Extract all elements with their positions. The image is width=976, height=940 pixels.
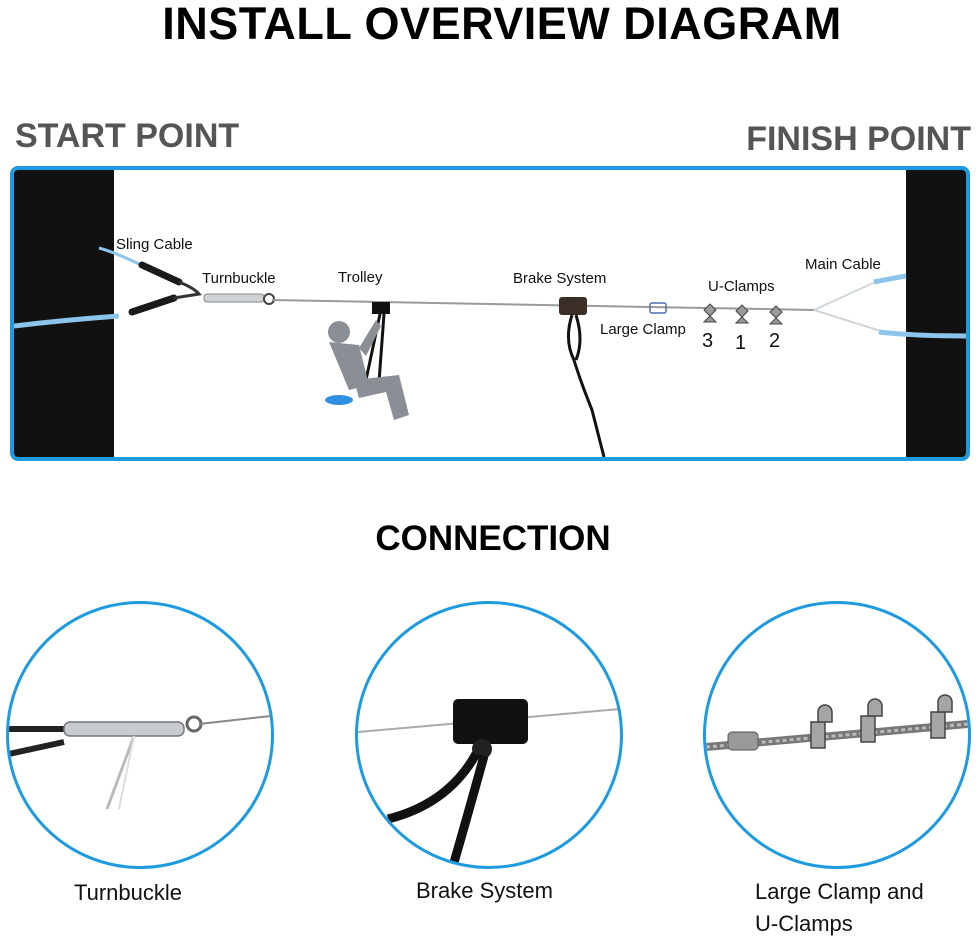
label-large-clamp: Large Clamp [600, 321, 686, 338]
start-point-label: START POINT [15, 117, 240, 155]
main-cable-line [271, 299, 815, 311]
u-clamp-2 [768, 305, 784, 325]
page-title: INSTALL OVERVIEW DIAGRAM [162, 0, 842, 49]
u-clamp-3 [702, 303, 718, 323]
overview-illustration [14, 170, 966, 457]
turnbuckle-body [203, 293, 265, 303]
u-clamp-1 [734, 304, 750, 324]
finish-cable-upper [813, 277, 885, 311]
clamp-order-number: 1 [735, 332, 747, 354]
sling-thimble [173, 280, 202, 300]
finish-sling-upper [873, 273, 907, 285]
rider [328, 320, 409, 420]
finish-point-label: FINISH POINT [746, 120, 971, 158]
clamps-photo [706, 694, 968, 751]
label-turnbuckle: Turnbuckle [202, 270, 276, 287]
label-sling-cable: Sling Cable [116, 236, 193, 253]
overview-diagram: Sling Cable Turnbuckle Trolley Brake Sys… [10, 166, 970, 461]
label-brake-system: Brake System [513, 270, 607, 287]
turnbuckle-photo [9, 715, 271, 810]
start-sling-lower [14, 313, 120, 329]
sling-sleeve-upper [138, 261, 183, 286]
clamps-detail [703, 601, 971, 869]
sling-sleeve-lower [128, 294, 178, 316]
brake-rope-loop [574, 314, 582, 361]
turnbuckle-eye [263, 293, 275, 305]
trolley-pulley [372, 302, 390, 314]
caption-clamps: Large Clamp and U-Clamps [755, 879, 924, 936]
finish-cable-lower [813, 309, 885, 333]
start-tree [14, 170, 114, 457]
label-u-clamps: U-Clamps [708, 278, 775, 295]
finish-tree [906, 170, 966, 457]
clamp-order-number: 3 [702, 330, 714, 352]
brake-block [559, 297, 587, 315]
start-sling-upper [98, 246, 140, 266]
label-trolley: Trolley [338, 269, 383, 286]
turnbuckle-detail [6, 601, 274, 869]
clamp-order-number: 2 [769, 330, 781, 352]
brake-system-photo [358, 699, 620, 866]
rider-seat [325, 395, 353, 405]
brake-system-detail [355, 601, 623, 869]
caption-turnbuckle: Turnbuckle [74, 880, 183, 905]
caption-brake-system: Brake System [416, 878, 553, 903]
connection-title: CONNECTION [375, 519, 611, 558]
brake-rope [567, 314, 606, 457]
label-main-cable: Main Cable [805, 256, 881, 273]
finish-sling-lower [878, 329, 966, 339]
large-clamp-shape [649, 302, 667, 314]
trolley-strap-right [377, 313, 386, 383]
